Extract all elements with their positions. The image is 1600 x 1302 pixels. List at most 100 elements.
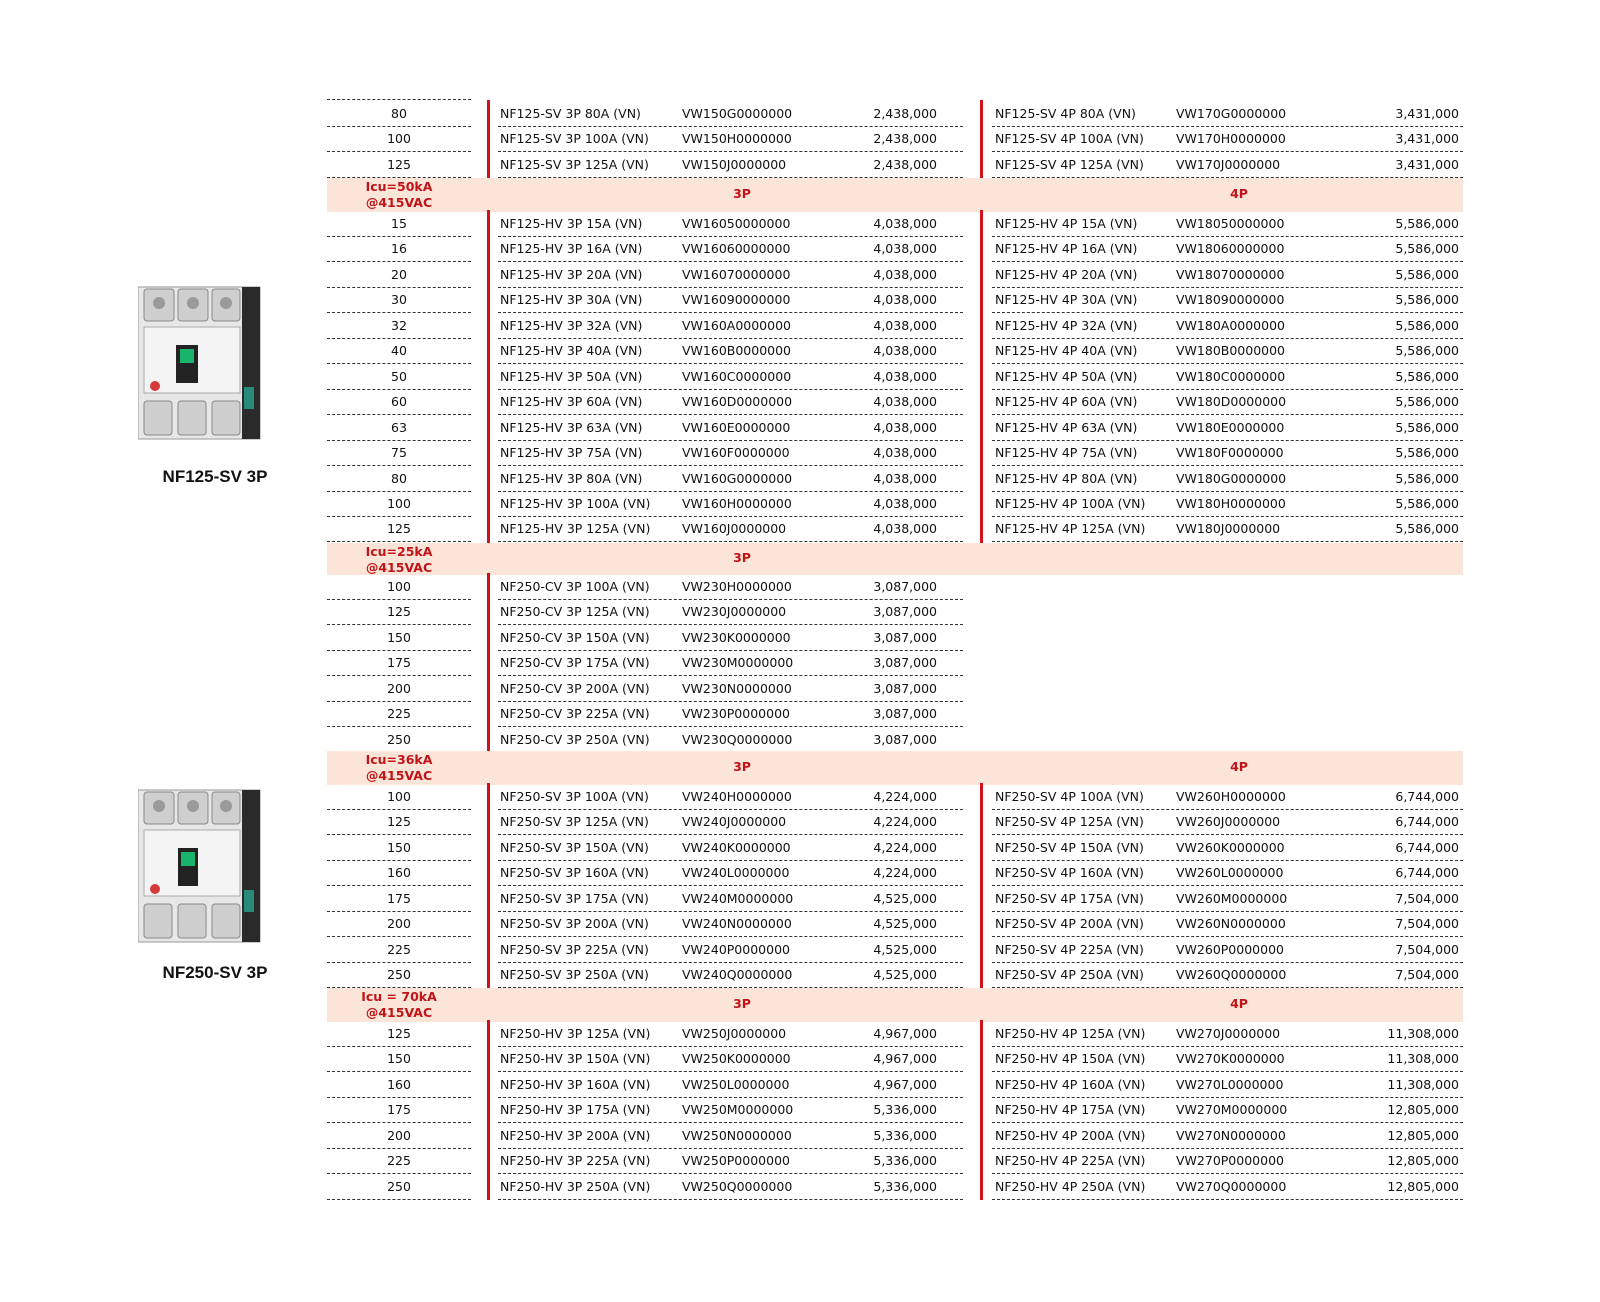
amperage-cell: 125 [387,814,411,830]
pole-label-4p: 4P [1230,996,1248,1011]
code-4p-cell: VW260J0000000 [1176,814,1281,830]
code-4p-cell: VW260N0000000 [1176,916,1286,932]
code-4p-cell: VW170H0000000 [1176,131,1286,147]
model-3p-cell: NF125-HV 3P 15A (VN) [500,216,643,231]
price-3p-cell: 4,038,000 [873,521,937,537]
row-dashed-rule [992,337,1463,339]
code-4p-cell: VW180J0000000 [1176,521,1281,537]
row-dashed-rule [498,312,963,314]
amperage-cell: 75 [391,445,407,461]
code-4p-cell: VW270Q0000000 [1176,1178,1287,1194]
price-4p-cell: 7,504,000 [1395,916,1459,932]
price-3p-cell: 3,087,000 [873,629,937,645]
row-dashed-rule [327,439,471,441]
code-3p-cell: VW250M0000000 [682,1102,794,1118]
code-4p-cell: VW180E0000000 [1176,419,1285,435]
divider-bar-3p [487,100,490,179]
row-dashed-rule [498,936,963,938]
row-dashed-rule [498,541,963,543]
row-dashed-rule [992,1173,1463,1175]
model-3p-cell: NF250-HV 3P 150A (VN) [500,1051,651,1067]
row-dashed-rule [498,624,963,626]
model-4p-cell: NF250-SV 4P 225A (VN) [995,941,1144,957]
code-4p-cell: VW260K0000000 [1176,839,1285,855]
price-4p-cell: 12,805,000 [1387,1153,1459,1169]
row-dashed-rule [992,987,1463,989]
model-3p-cell: NF250-HV 3P 160A (VN) [500,1076,651,1092]
row-dashed-rule [327,624,471,626]
code-3p-cell: VW230J0000000 [682,604,787,620]
price-3p-cell: 5,336,000 [873,1178,937,1194]
row-dashed-rule [327,363,471,365]
row-dashed-rule [498,261,963,263]
divider-bar-4p [980,1020,983,1201]
code-3p-cell: VW240H0000000 [682,789,792,804]
code-3p-cell: VW250K0000000 [682,1051,791,1067]
code-3p-cell: VW230M0000000 [682,655,794,671]
row-dashed-rule [327,541,471,543]
row-dashed-rule [498,1147,963,1149]
code-4p-cell: VW180G0000000 [1176,470,1287,486]
row-dashed-rule [327,1173,471,1175]
amperage-cell: 100 [387,789,411,804]
price-3p-cell: 4,038,000 [873,317,937,333]
amperage-cell: 125 [387,521,411,537]
price-3p-cell: 4,525,000 [873,890,937,906]
price-4p-cell: 5,586,000 [1395,394,1459,410]
row-dashed-rule [498,439,963,441]
model-3p-cell: NF125-HV 3P 80A (VN) [500,470,643,486]
model-4p-cell: NF125-HV 4P 30A (VN) [995,292,1138,308]
price-4p-cell: 5,586,000 [1395,495,1459,511]
row-dashed-rule [327,490,471,492]
code-4p-cell: VW170J0000000 [1176,156,1281,172]
price-3p-cell: 4,967,000 [873,1026,937,1041]
row-dashed-rule [327,910,471,912]
price-4p-cell: 5,586,000 [1395,317,1459,333]
row-dashed-rule [498,126,963,127]
model-3p-cell: NF250-CV 3P 225A (VN) [500,706,650,722]
price-4p-cell: 5,586,000 [1395,292,1459,308]
row-dashed-rule [498,515,963,517]
row-dashed-rule [327,987,471,989]
amperage-cell: 40 [391,343,407,359]
amperage-cell: 225 [387,941,411,957]
row-dashed-rule [498,726,963,728]
model-3p-cell: NF250-SV 3P 175A (VN) [500,890,649,906]
price-4p-cell: 3,431,000 [1395,156,1459,172]
code-4p-cell: VW18060000000 [1176,241,1285,257]
row-dashed-rule [327,834,471,836]
model-3p-cell: NF250-HV 3P 225A (VN) [500,1153,651,1169]
price-3p-cell: 3,087,000 [873,731,937,747]
row-dashed-rule [327,1046,471,1047]
model-3p-cell: NF125-HV 3P 16A (VN) [500,241,643,257]
model-4p-cell: NF250-HV 4P 250A (VN) [995,1178,1146,1194]
model-4p-cell: NF250-HV 4P 125A (VN) [995,1026,1146,1041]
row-dashed-rule [498,286,963,288]
price-3p-cell: 3,087,000 [873,680,937,696]
amperage-cell: 80 [391,470,407,486]
row-dashed-rule [992,151,1463,153]
price-4p-cell: 5,586,000 [1395,470,1459,486]
code-3p-cell: VW230Q0000000 [682,731,793,747]
code-4p-cell: VW260L0000000 [1176,865,1284,881]
model-3p-cell: NF125-SV 3P 100A (VN) [500,131,649,147]
price-4p-cell: 5,586,000 [1395,419,1459,435]
price-4p-cell: 7,504,000 [1395,967,1459,983]
row-dashed-rule [327,961,471,963]
row-dashed-rule [327,515,471,517]
code-4p-cell: VW18050000000 [1176,216,1285,231]
model-3p-cell: NF125-HV 3P 32A (VN) [500,317,643,333]
divider-bar-4p [980,210,983,543]
code-4p-cell: VW180A0000000 [1176,317,1285,333]
